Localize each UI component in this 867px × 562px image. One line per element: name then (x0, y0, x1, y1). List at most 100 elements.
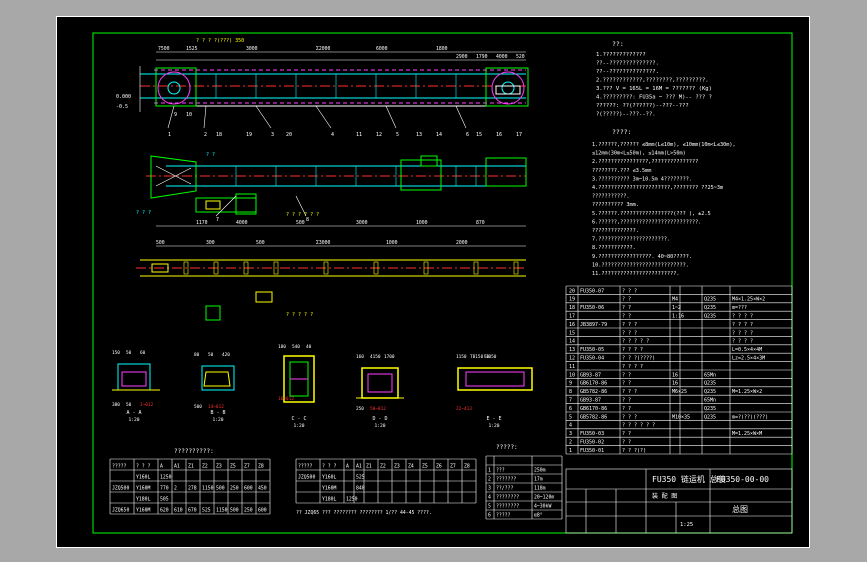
table-mid-cell-3-1: Y180L (322, 497, 337, 503)
dim-main-6: 1790 (476, 54, 488, 60)
part-code-10: GB93-87 (580, 372, 601, 378)
part-remark-3: M=1.25×W×M (732, 431, 762, 437)
table-right-cell-3-0: 3 (488, 486, 491, 492)
table-mid-cell-0-8: Z5 (422, 464, 428, 470)
table-right-cell-1-2: 250m (534, 468, 546, 474)
bottom-joint-5 (373, 261, 379, 275)
table-right-caption: ?????: (496, 444, 518, 451)
part-no-13: 13 (569, 347, 575, 353)
table-mid-cell-3-2: 1250 (346, 497, 358, 503)
sec_b-label-2: 420 (222, 352, 230, 358)
part-name-19: ? ? (622, 297, 631, 303)
dim-plan-4: 1000 (416, 220, 428, 226)
annotation-3: ? ? (206, 152, 215, 158)
table-left-cell-0-6: Z3 (216, 464, 222, 470)
table-mid-grid (295, 458, 477, 504)
sec_e-label-1: TB150-1050 (470, 354, 497, 360)
table-right-cell-5-1: ???????? (496, 504, 519, 510)
dim-main-7: 4000 (496, 54, 508, 60)
table-left-cell-0-0: ????? (112, 464, 127, 470)
dim-bottom-3: Σ3000 (316, 240, 331, 246)
table-mid-cell-0-0: ????? (298, 464, 313, 470)
notes2-line-11: 7.??????????????????????. (592, 237, 670, 243)
bottom-detail-box (255, 291, 273, 303)
leader-4 (315, 105, 332, 129)
table-right-cell-4-0: 4 (488, 495, 491, 501)
part-qty-19: M4 (672, 297, 678, 303)
table-left-cell-4-5: 525 (202, 508, 211, 514)
table-right-cell-2-0: 2 (488, 477, 491, 483)
table-mid-cell-1-0: JZQ500 (298, 475, 315, 481)
part-no-12: 12 (569, 356, 575, 362)
table-left-grid (109, 458, 271, 515)
table-mid-cell-0-6: Z3 (394, 464, 400, 470)
table-right-cell-1-1: ??? (496, 468, 505, 474)
table-left-cell-1-2: 1250 (160, 475, 172, 481)
title-drawing-no: FU350-00-00 (716, 475, 769, 484)
table-left-cell-4-1: Y160M (136, 508, 151, 514)
notes2-line-9: 6.??????,?????????????????????????. (592, 219, 701, 225)
sec_d-label-4: 50~012 (370, 406, 386, 412)
part-qty-10: 16 (672, 372, 678, 378)
dim-bottom-5: 2000 (456, 240, 468, 246)
table-left-cell-2-0: JZQ500 (112, 486, 129, 492)
part-name-8: ? ? ? (622, 389, 637, 395)
plan-head (485, 157, 527, 187)
part-no-17: 17 (569, 314, 575, 320)
sec_b-label-0: 80 (194, 352, 200, 358)
part-code-5: GB5782-86 (580, 414, 607, 420)
part-label-13: 13 (416, 132, 422, 138)
table-left-cell-4-7: 500 (230, 508, 239, 514)
table-left-cell-4-0: JZQ650 (112, 508, 129, 514)
sec_a-label-3: 380 (112, 402, 120, 408)
notes-line-0: 1.????????????? (596, 52, 646, 58)
part-code-7: GB93-87 (580, 398, 601, 404)
table-mid-cell-2-1: Y160M (322, 486, 337, 492)
dim-bottom-2: 500 (256, 240, 265, 246)
title-sub-label: 装 配 图 (652, 492, 677, 500)
table-right-cell-2-2: 17m (534, 477, 543, 483)
main-elevation-view (139, 51, 529, 112)
part-name-5: ? ? ? (622, 414, 637, 420)
part-no-20: 20 (569, 288, 575, 294)
sec_c-label-0: 180 (278, 344, 286, 350)
annotation-1: ? ? ? ? ? ? (286, 212, 319, 218)
section-scale-2: 1:20 (293, 423, 304, 429)
sec-b-chain (203, 371, 231, 387)
table-mid-cell-0-11: Z8 (464, 464, 470, 470)
part-name-14: ? ? ? ? ? (622, 339, 649, 345)
table-left-cell-4-2: 620 (160, 508, 169, 514)
plan-diag2 (155, 167, 192, 187)
sec_e-label-2: 50 (484, 354, 490, 360)
sec_b-label-1: 50 (208, 352, 214, 358)
head-sprocket (491, 71, 525, 105)
part-name-17: ? ? (622, 314, 631, 320)
section-title-3: D - D (372, 416, 387, 422)
part-code-2: FU350-02 (580, 440, 604, 446)
title-scale: 1:25 (680, 522, 693, 528)
table-left-cell-0-1: ? ? ? (136, 464, 151, 470)
part-name-10: ? ? (622, 372, 631, 378)
notes2-line-0: 1.??????,?????? ≤8mm(L≤10m), ≤10mm(10m<L… (592, 142, 736, 148)
section-title-4: E - E (486, 416, 501, 422)
part-label-2: 2 (204, 132, 207, 138)
bottom-view (136, 245, 526, 321)
part-mat-8: Q235 (704, 389, 716, 395)
table-left-cell-2-1: Y160M (136, 486, 151, 492)
part-mat-10: 65Mn (704, 372, 716, 378)
notes-line-5: 4.?????????: FU35a ~ ??? M)-- ??? ? (596, 95, 712, 101)
plan-tail (150, 155, 197, 199)
dim-main-3: Σ2000 (316, 46, 331, 52)
table-left-cell-3-1: Y180L (136, 497, 151, 503)
table-left-cell-4-4: 670 (188, 508, 197, 514)
bottom-joint-3 (273, 261, 279, 275)
tail-sprocket (157, 71, 191, 105)
part-code-20: FU350-07 (580, 288, 604, 294)
table-mid-cell-2-3: 840 (356, 486, 365, 492)
head-section (485, 67, 529, 107)
notes2-line-12: 8.???????????. (592, 245, 636, 251)
notes2-line-8: 5.??????.?????????????????(??? ), ±2.5 (592, 211, 711, 217)
part-remark-15: ? ? ? ? (732, 330, 753, 336)
table-left-cell-2-2: 770 (160, 486, 169, 492)
